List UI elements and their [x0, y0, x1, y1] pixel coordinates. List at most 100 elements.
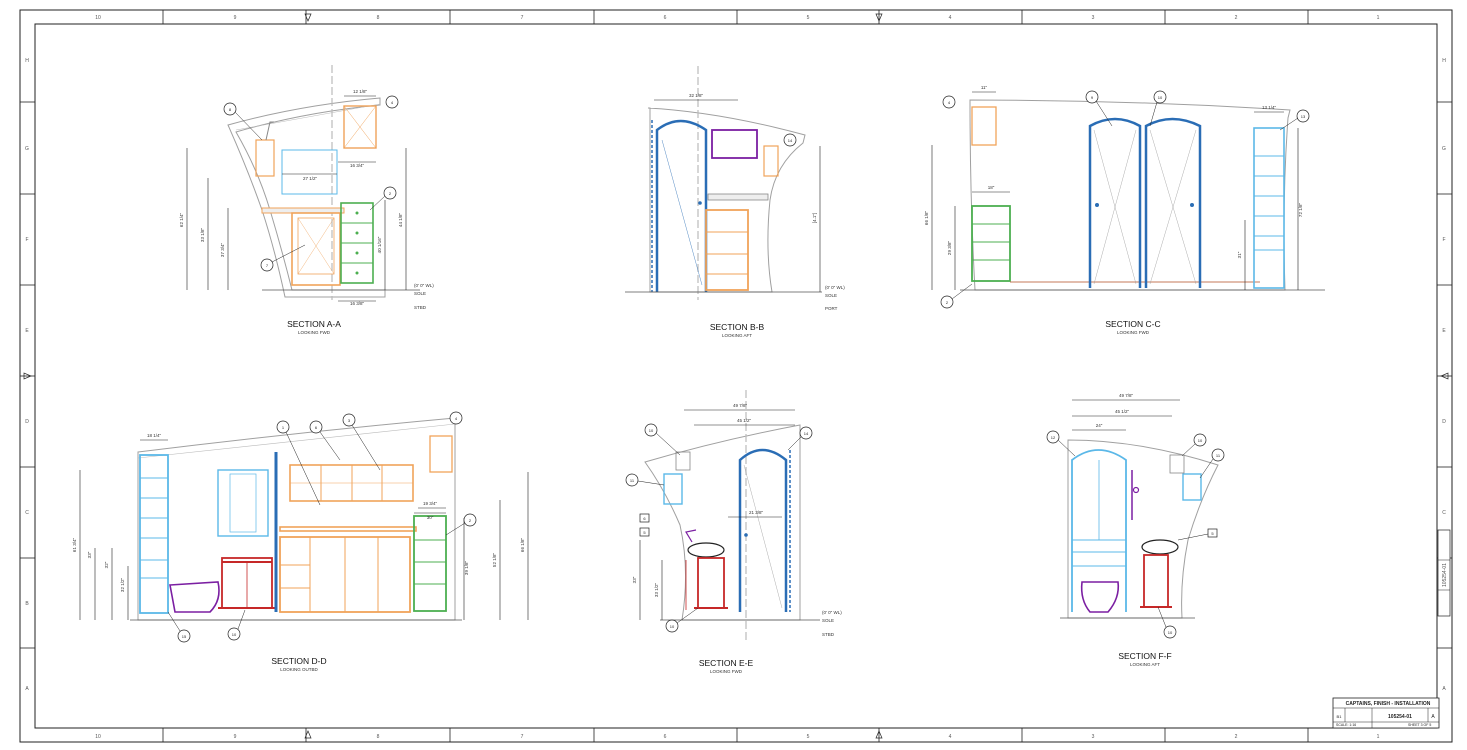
section-title: SECTION C-C: [1105, 319, 1160, 329]
dimension-text: 31": [1237, 251, 1242, 258]
callout-bubble: 10: [670, 624, 675, 629]
dimension-text: 30": [427, 515, 434, 520]
vanity-base: [705, 209, 749, 291]
door: [738, 448, 788, 612]
callout-bubble: 10: [1168, 630, 1173, 635]
bottom-column-ruler: 10 9 8 7 6 5 4 3 2 1: [95, 728, 1380, 742]
sink: [687, 542, 725, 558]
col-label: 10: [95, 15, 101, 21]
hull-outline: [1067, 439, 1219, 619]
col-label: 9: [234, 15, 237, 21]
row-label: G: [25, 146, 29, 152]
dimension-text: 37 3/4": [220, 243, 225, 258]
section-subtitle: LOOKING AFT: [722, 333, 752, 338]
callout-tag: 5: [1211, 531, 1214, 536]
dimension-text: 18": [988, 185, 995, 190]
col-label: 2: [1235, 734, 1238, 740]
waterline-label: (0' 0" WL): [414, 283, 434, 288]
center-marker: [1440, 372, 1449, 380]
hull-outline: [227, 97, 386, 298]
dimension-text: [4.1"]: [812, 213, 817, 223]
dimension-text: 13 1/4": [1262, 105, 1277, 110]
center-marker: [23, 372, 32, 380]
side-tag: 105254-01: [1437, 529, 1451, 617]
col-label: 6: [664, 734, 667, 740]
col-label: 1: [1377, 734, 1380, 740]
col-label: 8: [377, 15, 380, 21]
callout-bubble: 8: [229, 107, 232, 112]
revision: A: [1431, 714, 1435, 720]
col-label: 5: [807, 15, 810, 21]
vanity-base: [697, 557, 725, 609]
row-label: G: [1442, 146, 1446, 152]
row-label: H: [25, 58, 29, 64]
door-right: [1144, 117, 1202, 288]
dimension-text: 16 3/4": [350, 163, 365, 168]
dimension-text: 44 1/8": [398, 213, 403, 228]
row-label: F: [25, 237, 28, 243]
section-c-c: 11" 18" 66 1/8" 29 3/8" 72 1/8" 13 1/4" …: [924, 85, 1325, 335]
dimension-text: 62 1/4": [179, 213, 184, 228]
scale-text: SCALE: 1:16: [1336, 723, 1356, 727]
callout-bubble: 10: [1198, 438, 1203, 443]
callout-bubble: 2: [946, 300, 949, 305]
section-title: SECTION D-D: [271, 656, 326, 666]
callout-bubble: 10: [232, 632, 237, 637]
toilet: [169, 581, 220, 613]
section-d-d: 18 1/4" 61 3/4" 33" 32" 32 1/2" 19 3/4" …: [72, 411, 529, 672]
row-label: C: [25, 510, 29, 516]
col-label: 7: [521, 15, 524, 21]
sheet-text: SHEET 3 OF 5: [1408, 723, 1431, 727]
row-label: D: [1442, 419, 1446, 425]
mirror: [281, 149, 338, 195]
side-label: STBD: [414, 305, 427, 310]
section-title: SECTION F-F: [1118, 651, 1171, 661]
dimension-text: 61 3/4": [72, 538, 77, 553]
dimension-text: 49 7/8": [733, 403, 748, 408]
dimension-text: 18 1/4": [147, 433, 162, 438]
center-marker: [875, 13, 883, 22]
section-subtitle: LOOKING OUTBD: [280, 667, 318, 672]
callout-bubble: 14: [788, 138, 793, 143]
drawing-number: 105254-01: [1388, 714, 1412, 720]
left-row-ruler: H G F E D C B A: [20, 58, 35, 692]
col-label: 8: [377, 734, 380, 740]
dimension-text: 16 3/8": [350, 301, 365, 306]
dimension-text: 21 3/8": [749, 510, 764, 515]
callout-bubble: 4: [948, 100, 951, 105]
row-label: A: [1442, 686, 1446, 692]
col-label: 4: [949, 734, 952, 740]
section-subtitle: LOOKING FWD: [298, 330, 331, 335]
drawing-title: CAPTAINS, FINISH - INSTALLATION: [1346, 701, 1431, 707]
callout-tag: 6: [643, 516, 646, 521]
dimension-text: 11": [981, 85, 988, 90]
vanity-base: [291, 212, 341, 286]
shelving-unit: [139, 454, 169, 614]
section-title: SECTION A-A: [287, 319, 341, 329]
callout-bubble: 6: [315, 425, 318, 430]
dimension-text: 45 1/2": [1115, 409, 1130, 414]
col-label: 3: [1092, 15, 1095, 21]
dimension-text: 49 7/8": [1119, 393, 1134, 398]
section-f-f: 49 7/8" 45 1/2" 24" 12 10 11 5 10 SECTIO…: [1046, 393, 1225, 667]
dimension-text: 32 1/8": [689, 93, 704, 98]
door-left: [1088, 117, 1142, 288]
dimension-text: 45 1/2": [737, 418, 752, 423]
dimension-text: 32 1/2": [120, 578, 125, 593]
col-label: 2: [1235, 15, 1238, 21]
callout-bubble: 11: [630, 478, 635, 483]
callout-bubble: 13: [1301, 114, 1306, 119]
side-tag-number: 105254-01: [1442, 563, 1448, 587]
callout-bubble: 4: [391, 100, 394, 105]
hull-outline: [647, 107, 806, 293]
dimension-text: 32": [104, 561, 109, 568]
sink: [1141, 539, 1179, 555]
side-label: STBD: [822, 632, 835, 637]
callout-bubble: 14: [804, 431, 809, 436]
section-subtitle: LOOKING AFT: [1130, 662, 1160, 667]
center-marker: [304, 730, 312, 739]
callout-bubble: 12: [1051, 435, 1056, 440]
col-label: 10: [95, 734, 101, 740]
door: [655, 119, 708, 292]
